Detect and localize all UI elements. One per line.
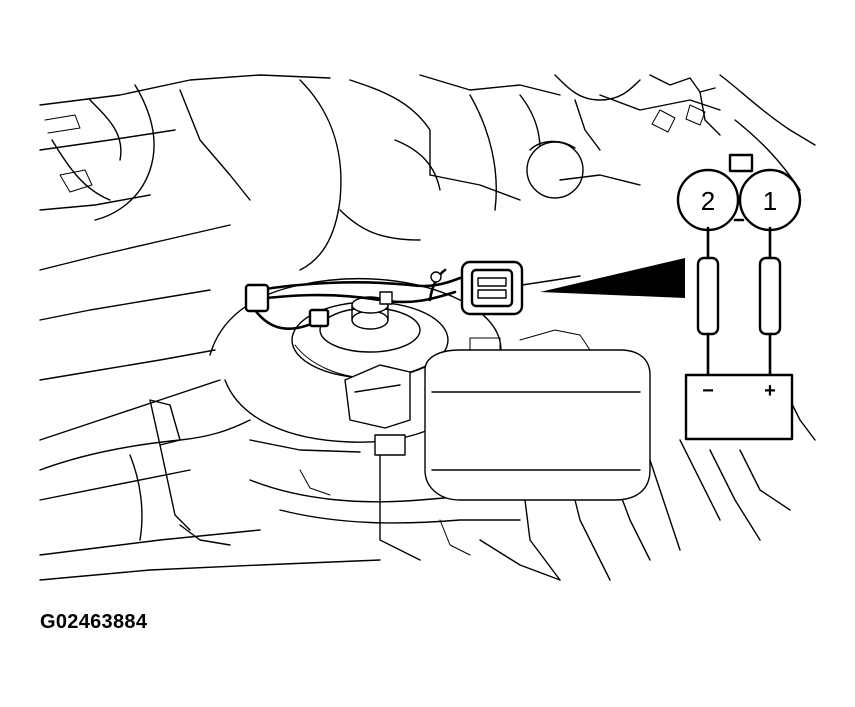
connector-inset: 2 1 bbox=[676, 153, 802, 232]
test-probe-negative bbox=[696, 256, 720, 336]
battery-negative-label: − bbox=[702, 380, 714, 402]
pin-2-label: 2 bbox=[701, 186, 715, 216]
test-probe-positive bbox=[758, 256, 782, 336]
engine-bay-background bbox=[39, 74, 816, 581]
battery-positive-label: + bbox=[764, 380, 776, 402]
test-leads bbox=[696, 226, 782, 377]
relay-box bbox=[344, 329, 651, 501]
wiring-harness bbox=[244, 260, 581, 330]
pin-1-label: 1 bbox=[763, 186, 777, 216]
battery-symbol: − + bbox=[684, 373, 794, 441]
callout-wedge bbox=[540, 258, 685, 298]
figure-code: G02463884 bbox=[40, 611, 148, 633]
